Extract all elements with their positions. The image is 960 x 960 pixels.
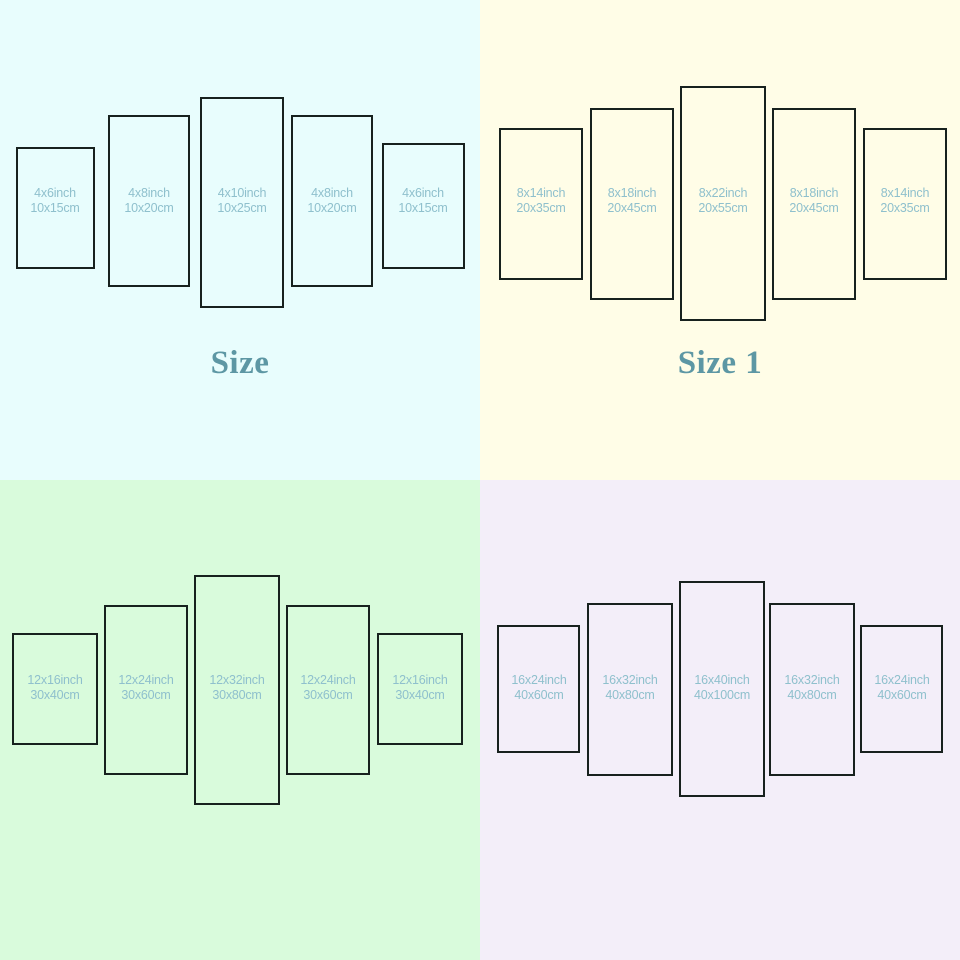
panel-2	[587, 603, 673, 776]
panel-3	[194, 575, 280, 805]
panel-3	[200, 97, 284, 308]
panel-4	[772, 108, 856, 300]
panel-5	[382, 143, 465, 269]
panel-1	[497, 625, 580, 753]
panel-5	[377, 633, 463, 745]
panel-3	[679, 581, 765, 797]
panel-4	[769, 603, 855, 776]
panel-2	[108, 115, 190, 287]
quadrant-title: Size	[210, 345, 270, 381]
panel-3	[680, 86, 766, 321]
quadrant-title: Size 1	[677, 345, 763, 381]
panel-4	[286, 605, 370, 775]
quadrant-size-2: 12x16inch 30x40cm 12x24inch 30x60cm 12x3…	[0, 480, 480, 960]
quadrant-size: 4x6inch 10x15cm 4x8inch 10x20cm 4x10inch…	[0, 0, 480, 480]
panel-1	[499, 128, 583, 280]
panel-5	[863, 128, 947, 280]
panel-1	[16, 147, 95, 269]
quadrant-size-1: 8x14inch 20x35cm 8x18inch 20x45cm 8x22in…	[480, 0, 960, 480]
panel-1	[12, 633, 98, 745]
panel-5	[860, 625, 943, 753]
panel-2	[590, 108, 674, 300]
panel-2	[104, 605, 188, 775]
quadrant-size-3: 16x24inch 40x60cm 16x32inch 40x80cm 16x4…	[480, 480, 960, 960]
panel-4	[291, 115, 373, 287]
